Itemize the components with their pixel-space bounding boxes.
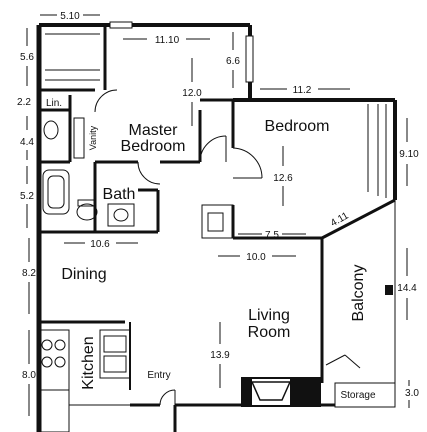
closet-door-swing bbox=[94, 89, 118, 113]
bedroom-door-swing bbox=[232, 147, 263, 179]
balcony-door bbox=[325, 354, 346, 366]
bath-sink bbox=[113, 208, 129, 222]
dim-closet: 5.6 bbox=[20, 52, 34, 63]
master-bedroom-label-2: Bedroom bbox=[121, 138, 186, 155]
dim-bedroom-width: 11.2 bbox=[293, 85, 312, 96]
bath-door-swing bbox=[137, 161, 161, 185]
bath-label: Bath bbox=[103, 186, 136, 203]
dim-master-depth: 12.0 bbox=[182, 88, 202, 99]
dim-top-left: 5.10 bbox=[60, 11, 80, 22]
vanity-counter bbox=[73, 117, 85, 159]
bath-counter bbox=[107, 203, 135, 227]
living-room-label-2: Room bbox=[248, 324, 291, 341]
bedroom-closet bbox=[201, 204, 234, 239]
balcony-post bbox=[385, 285, 393, 295]
dim-bath: 5.2 bbox=[20, 191, 34, 202]
room-labels: Master Bedroom Bedroom Bath Lin. Vanity … bbox=[46, 98, 376, 401]
dim-dining-width: 10.6 bbox=[90, 239, 110, 250]
dim-angled: 4.11 bbox=[329, 210, 351, 229]
master-window bbox=[245, 35, 254, 83]
dim-living-depth: 13.9 bbox=[210, 350, 230, 361]
bedroom-label: Bedroom bbox=[265, 118, 330, 135]
entry-door-swing bbox=[159, 389, 176, 406]
storage-box bbox=[334, 382, 396, 408]
entry-label: Entry bbox=[147, 370, 170, 381]
dim-bedroom-depth: 12.6 bbox=[273, 173, 293, 184]
dim-bedroom-lower: 7.5 bbox=[265, 230, 279, 241]
dimension-lines: 5.10 11.10 5.6 6.6 12.0 2.2 4.4 5.2 11.2… bbox=[17, 11, 419, 416]
top-window bbox=[109, 21, 133, 29]
balcony-label: Balcony bbox=[350, 265, 367, 322]
dim-living-width: 10.0 bbox=[246, 252, 266, 263]
toilet-tank bbox=[77, 199, 97, 207]
fireplace-hearth bbox=[250, 381, 292, 401]
storage-label: Storage bbox=[340, 390, 375, 401]
refrigerator bbox=[38, 389, 70, 432]
master-bedroom-label-1: Master bbox=[129, 122, 179, 139]
dim-storage: 3.0 bbox=[405, 388, 419, 399]
toilet bbox=[76, 203, 98, 221]
tub-inner bbox=[47, 175, 65, 209]
burner bbox=[54, 339, 66, 351]
master-door-swing bbox=[199, 135, 227, 163]
dim-bedroom-right: 9.10 bbox=[399, 149, 419, 160]
closet-inner bbox=[207, 212, 224, 232]
dim-kitchen-height: 8.0 bbox=[22, 370, 36, 381]
dim-linen: 2.2 bbox=[17, 97, 31, 108]
dim-balcony: 14.4 bbox=[397, 283, 417, 294]
burner bbox=[41, 356, 53, 368]
kitchen-label: Kitchen bbox=[80, 336, 97, 389]
dining-label: Dining bbox=[61, 266, 106, 283]
sink-basin bbox=[103, 335, 127, 353]
vanity-label: Vanity bbox=[88, 125, 98, 150]
fireplace-side bbox=[242, 378, 252, 406]
burner bbox=[41, 339, 53, 351]
burner bbox=[54, 356, 66, 368]
dim-dining-height: 8.2 bbox=[22, 268, 36, 279]
vanity-sink bbox=[43, 120, 59, 140]
dim-master-closet: 6.6 bbox=[226, 56, 240, 67]
sink-basin bbox=[103, 355, 127, 373]
dim-master-width: 11.10 bbox=[155, 35, 180, 46]
fireplace-side bbox=[290, 378, 320, 406]
living-room-label-1: Living bbox=[248, 307, 290, 324]
dim-vanity: 4.4 bbox=[20, 137, 34, 148]
balcony-edge bbox=[321, 199, 396, 239]
walls bbox=[36, 21, 397, 432]
balcony-door bbox=[344, 354, 361, 369]
linen-label: Lin. bbox=[46, 98, 62, 109]
bathtub bbox=[42, 169, 70, 215]
